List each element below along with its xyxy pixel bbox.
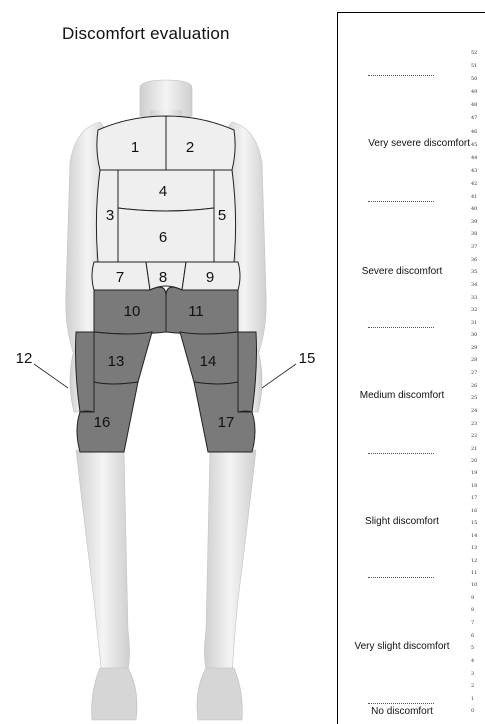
region-15-leader bbox=[262, 364, 296, 388]
scale-number: 29 bbox=[471, 346, 477, 351]
region-label-6: 6 bbox=[159, 229, 167, 246]
scale-number: 32 bbox=[471, 308, 477, 313]
scale-number: 9 bbox=[471, 596, 474, 601]
scale-category-slight: Slight discomfort bbox=[338, 516, 466, 527]
scale-number: 46 bbox=[471, 130, 477, 135]
scale-separator bbox=[368, 453, 434, 454]
scale-number: 21 bbox=[471, 447, 477, 452]
scale-number: 17 bbox=[471, 496, 477, 501]
scale-number: 6 bbox=[471, 634, 474, 639]
region-label-7: 7 bbox=[116, 269, 124, 286]
scale-number: 39 bbox=[471, 220, 477, 225]
scale-number: 11 bbox=[471, 571, 477, 576]
region-label-16: 16 bbox=[94, 414, 111, 431]
scale-number: 23 bbox=[471, 422, 477, 427]
scale-number: 2 bbox=[471, 684, 474, 689]
scale-number: 1 bbox=[471, 697, 474, 702]
scale-separator bbox=[368, 703, 434, 704]
scale-number: 48 bbox=[471, 103, 477, 108]
scale-number: 45 bbox=[471, 143, 477, 148]
scale-number: 3 bbox=[471, 672, 474, 677]
region-2 bbox=[166, 116, 235, 170]
scale-number: 0 bbox=[471, 709, 474, 714]
region-label-4: 4 bbox=[159, 183, 167, 200]
scale-category-severe: Severe discomfort bbox=[338, 266, 466, 277]
region-label-17: 17 bbox=[218, 414, 235, 431]
scale-category-medium: Medium discomfort bbox=[338, 390, 466, 401]
scale-number: 10 bbox=[471, 583, 477, 588]
scale-number: 34 bbox=[471, 283, 477, 288]
scale-number: 24 bbox=[471, 409, 477, 414]
region-label-10: 10 bbox=[124, 303, 141, 320]
scale-separator bbox=[368, 75, 434, 76]
region-label-2: 2 bbox=[186, 139, 194, 156]
scale-number: 42 bbox=[471, 182, 477, 187]
scale-number: 16 bbox=[471, 509, 477, 514]
scale-number: 30 bbox=[471, 333, 477, 338]
region-label-9: 9 bbox=[206, 269, 214, 286]
scale-category-very-slight: Very slight discomfort bbox=[338, 641, 466, 652]
scale-number: 41 bbox=[471, 195, 477, 200]
region-labels: 1 2 3 4 5 6 7 8 9 10 11 12 13 14 15 16 1… bbox=[16, 139, 316, 431]
scale-number: 37 bbox=[471, 245, 477, 250]
scale-number: 19 bbox=[471, 471, 477, 476]
scale-number: 43 bbox=[471, 169, 477, 174]
region-label-12: 12 bbox=[16, 350, 33, 367]
scale-number: 25 bbox=[471, 396, 477, 401]
region-label-13: 13 bbox=[108, 353, 125, 370]
scale-number: 33 bbox=[471, 296, 477, 301]
scale-number: 7 bbox=[471, 621, 474, 626]
figure-title: Discomfort evaluation bbox=[62, 24, 230, 44]
scale-number: 50 bbox=[471, 77, 477, 82]
discomfort-scale-panel: Very severe discomfort Severe discomfort… bbox=[337, 12, 485, 724]
scale-number: 28 bbox=[471, 358, 477, 363]
scale-number: 38 bbox=[471, 232, 477, 237]
scale-number: 20 bbox=[471, 459, 477, 464]
scale-number: 8 bbox=[471, 608, 474, 613]
scale-number: 35 bbox=[471, 270, 477, 275]
scale-separator bbox=[368, 201, 434, 202]
scale-number: 14 bbox=[471, 534, 477, 539]
scale-number: 47 bbox=[471, 116, 477, 121]
region-12 bbox=[76, 332, 95, 412]
scale-number: 13 bbox=[471, 546, 477, 551]
scale-category-none: No discomfort bbox=[338, 706, 466, 717]
region-label-14: 14 bbox=[200, 353, 217, 370]
scale-number: 36 bbox=[471, 258, 477, 263]
body-diagram: 1 2 3 4 5 6 7 8 9 10 11 12 13 14 15 16 1… bbox=[0, 60, 330, 724]
scale-number: 15 bbox=[471, 521, 477, 526]
region-label-8: 8 bbox=[159, 269, 167, 286]
region-label-5: 5 bbox=[218, 207, 226, 224]
scale-category-very-severe: Very severe discomfort bbox=[336, 138, 470, 149]
scale-number: 52 bbox=[471, 51, 477, 56]
region-label-1: 1 bbox=[131, 139, 139, 156]
scale-number: 27 bbox=[471, 371, 477, 376]
scale-number: 26 bbox=[471, 384, 477, 389]
region-label-3: 3 bbox=[106, 207, 114, 224]
region-label-15: 15 bbox=[299, 350, 316, 367]
region-15 bbox=[238, 332, 257, 412]
scale-number: 44 bbox=[471, 156, 477, 161]
scale-separator bbox=[368, 327, 434, 328]
scale-number: 4 bbox=[471, 659, 474, 664]
region-label-11: 11 bbox=[188, 303, 204, 320]
scale-number: 18 bbox=[471, 484, 477, 489]
scale-number: 12 bbox=[471, 559, 477, 564]
region-12-leader bbox=[34, 364, 68, 388]
scale-number: 5 bbox=[471, 646, 474, 651]
scale-separator bbox=[368, 577, 434, 578]
scale-number: 51 bbox=[471, 64, 477, 69]
scale-number: 22 bbox=[471, 434, 477, 439]
scale-number: 40 bbox=[471, 207, 477, 212]
scale-number: 49 bbox=[471, 90, 477, 95]
scale-number: 31 bbox=[471, 321, 477, 326]
